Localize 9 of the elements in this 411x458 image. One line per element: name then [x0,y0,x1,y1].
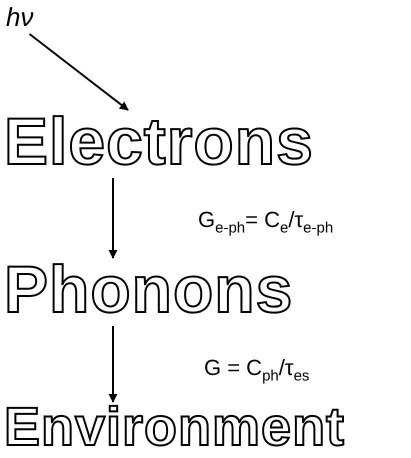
edge-label: G$_{e-ph}$= C$_{e}$/τ$_{e-ph}$ [198,208,334,237]
arrow [108,178,118,259]
outlined-heading: Electrons [4,108,314,174]
arrow [108,326,118,403]
outlined-heading: Phonons [4,256,294,322]
outlined-heading: Environment [4,400,346,454]
symbol-text: hν [6,4,34,30]
arrow [28,33,129,111]
edge-label: G = C$_{ph}$/τ$_{es}$ [204,356,310,385]
